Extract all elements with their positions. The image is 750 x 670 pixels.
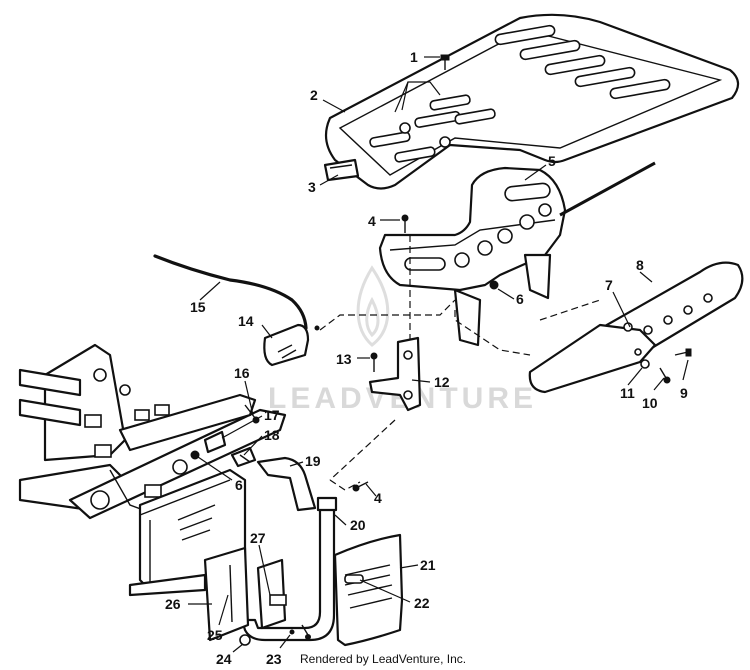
callout-23: 23 [266, 651, 282, 667]
callout-3: 3 [308, 179, 316, 195]
mud-flap-bracket [256, 456, 317, 512]
callout-26: 26 [165, 596, 181, 612]
callout-22: 22 [414, 595, 430, 611]
callout-13: 13 [336, 351, 352, 367]
callout-12: 12 [434, 374, 450, 390]
wiring-harness [153, 254, 308, 330]
rear-bumper [528, 261, 744, 394]
reflector [323, 158, 360, 182]
callout-14: 14 [238, 313, 254, 329]
callout-4a: 4 [368, 213, 376, 229]
callout-11: 11 [620, 385, 635, 401]
callout-24: 24 [216, 651, 232, 667]
frame [18, 343, 287, 521]
callout-4b: 4 [374, 490, 382, 506]
callout-21: 21 [420, 557, 436, 573]
callout-25: 25 [207, 627, 223, 643]
footer-credit: Rendered by LeadVenture, Inc. [300, 652, 467, 666]
mud-guard [203, 546, 287, 642]
callout-1: 1 [410, 49, 418, 65]
callout-6b: 6 [235, 477, 243, 493]
callout-17: 17 [264, 407, 280, 423]
callout-leaders [188, 56, 689, 653]
callout-labels: 1 2 3 4 5 6 7 8 9 10 11 12 13 14 15 16 1… [165, 49, 688, 667]
lower-hardware [239, 481, 369, 646]
bumper-hardware [370, 214, 692, 384]
callout-6a: 6 [516, 291, 524, 307]
rear-rack-top [324, 13, 740, 190]
callout-19: 19 [305, 453, 321, 469]
callout-20: 20 [350, 517, 366, 533]
screw-1 [440, 54, 450, 70]
callout-27: 27 [250, 530, 266, 546]
callout-2: 2 [310, 87, 318, 103]
callout-5: 5 [548, 153, 556, 169]
callout-9: 9 [680, 385, 688, 401]
rack-bracket [378, 161, 656, 347]
support-bracket [368, 336, 422, 412]
callout-10: 10 [642, 395, 658, 411]
tail-light [263, 323, 320, 367]
callout-16: 16 [234, 365, 250, 381]
callout-15: 15 [190, 299, 206, 315]
mud-flap [333, 533, 404, 647]
callout-18: 18 [264, 427, 280, 443]
alignment-lines [319, 235, 601, 491]
callout-8: 8 [636, 257, 644, 273]
callout-7: 7 [605, 277, 613, 293]
u-bar [240, 496, 338, 642]
